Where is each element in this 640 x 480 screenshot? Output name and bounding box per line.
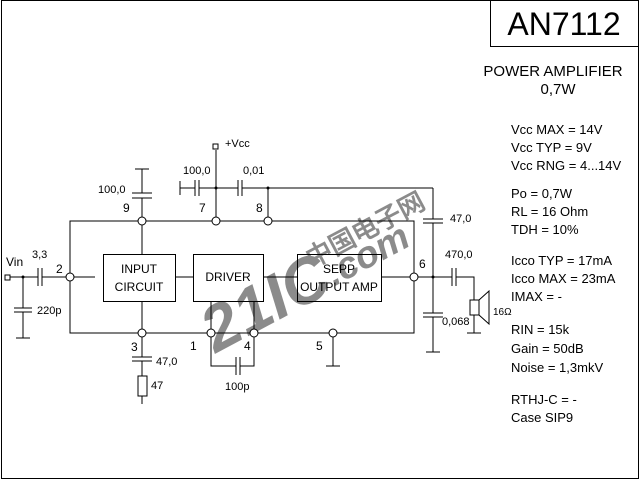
cap-bootstrap-value: 47,0 bbox=[450, 213, 471, 225]
cap-100p-value: 100p bbox=[225, 381, 249, 393]
cap-pin3-value: 47,0 bbox=[156, 356, 177, 368]
spec-vcc-max: Vcc MAX = 14V bbox=[511, 122, 603, 137]
speaker-value: 16Ω bbox=[493, 307, 512, 318]
spec-icco-typ: Icco TYP = 17mA bbox=[511, 253, 612, 268]
speaker-coil bbox=[469, 299, 480, 316]
spec-rthj: RTHJ-C = - bbox=[511, 392, 577, 407]
pin-markers bbox=[65, 216, 419, 338]
cap-220p-value: 220p bbox=[37, 305, 61, 317]
output-block-label-2: OUTPUT AMP bbox=[300, 280, 378, 294]
input-circuit-block bbox=[103, 254, 176, 302]
pin-3-label: 3 bbox=[131, 340, 138, 354]
spec-case: Case SIP9 bbox=[511, 410, 573, 425]
title-box bbox=[490, 0, 639, 47]
spec-vcc-rng: Vcc RNG = 4...14V bbox=[511, 158, 622, 173]
spec-tdh: TDH = 10% bbox=[511, 222, 579, 237]
vcc-terminal bbox=[212, 143, 219, 150]
cap-zobel-value: 0,068 bbox=[442, 316, 470, 328]
driver-block-label: DRIVER bbox=[205, 270, 251, 284]
cap-pin9-value: 100,0 bbox=[98, 184, 126, 196]
chip-power: 0,7W bbox=[540, 81, 576, 98]
pin-1-label: 1 bbox=[190, 339, 197, 353]
output-block-label-1: SEPP bbox=[323, 262, 355, 276]
spec-imax: IMAX = - bbox=[511, 289, 562, 304]
pin-2-label: 2 bbox=[56, 262, 63, 276]
spec-gain: Gain = 50dB bbox=[511, 341, 584, 356]
chip-title: AN7112 bbox=[507, 6, 620, 42]
spec-rin: RIN = 15k bbox=[511, 322, 570, 337]
resistor-value: 47 bbox=[151, 380, 163, 392]
output-amp-block bbox=[297, 254, 382, 302]
spec-noise: Noise = 1,3mkV bbox=[511, 360, 603, 375]
pin-5-label: 5 bbox=[316, 339, 323, 353]
spec-rl: RL = 16 Ohm bbox=[511, 204, 588, 219]
vcc-label: +Vcc bbox=[225, 138, 250, 150]
cap-001-value: 0,01 bbox=[243, 165, 264, 177]
pin-4-label: 4 bbox=[244, 339, 251, 353]
wiring bbox=[10, 143, 490, 404]
spec-vcc-typ: Vcc TYP = 9V bbox=[511, 140, 592, 155]
spec-icco-max: Icco MAX = 23mA bbox=[511, 271, 616, 286]
pin-9-label: 9 bbox=[123, 201, 130, 215]
driver-block bbox=[193, 254, 264, 302]
input-block-label-1: INPUT bbox=[121, 262, 158, 276]
speaker-cone bbox=[478, 289, 490, 326]
resistor-47 bbox=[137, 375, 148, 397]
cap-pin7-value: 100,0 bbox=[183, 165, 211, 177]
pin-6-label: 6 bbox=[419, 257, 426, 271]
chip-subtitle: POWER AMPLIFIER bbox=[483, 63, 622, 80]
cap-output-value: 470,0 bbox=[445, 249, 473, 261]
input-block-label-2: CIRCUIT bbox=[115, 280, 164, 294]
cap-input-value: 3,3 bbox=[32, 249, 47, 261]
spec-list: Vcc MAX = 14V Vcc TYP = 9V Vcc RNG = 4..… bbox=[511, 122, 622, 425]
spec-po: Po = 0,7W bbox=[511, 186, 573, 201]
pin-7-label: 7 bbox=[199, 201, 206, 215]
pin-8-label: 8 bbox=[256, 201, 263, 215]
vin-label: Vin bbox=[6, 255, 23, 269]
vin-terminal bbox=[4, 274, 11, 281]
